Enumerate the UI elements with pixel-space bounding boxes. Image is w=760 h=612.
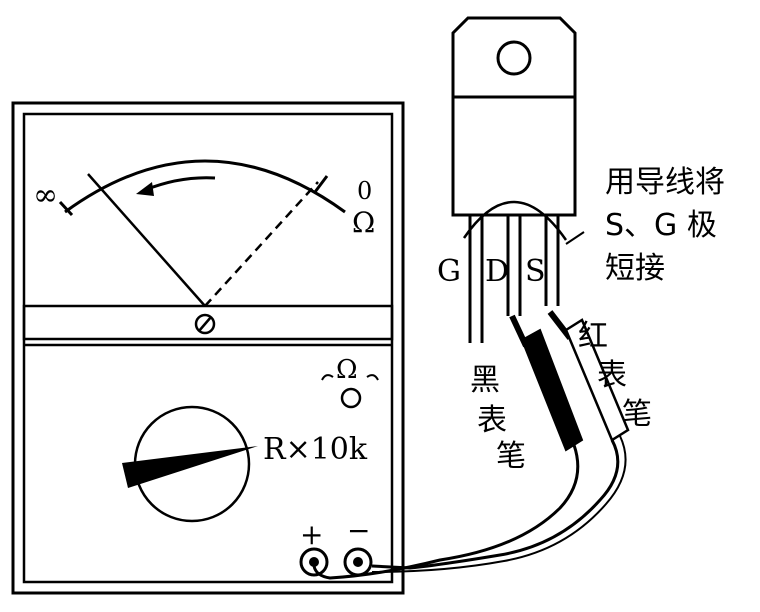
red-probe-label-2: 表 [597, 358, 627, 393]
needle-motion-arrow [136, 176, 216, 196]
pin-g-label: G [437, 254, 461, 289]
pin-d-label: D [485, 254, 509, 289]
meter-inner-frame [22, 112, 394, 584]
mosfet-pins [468, 215, 560, 343]
ohm-scale-label: Ω [352, 206, 375, 239]
mosfet [451, 16, 577, 217]
ohm-adjust-knob[interactable]: Ω [321, 355, 379, 409]
black-probe-label-1: 黑 [470, 363, 500, 398]
zero-adjust-band [22, 304, 394, 341]
needle-zero-position [204, 181, 319, 307]
zero-adjust-screw-icon[interactable] [194, 313, 216, 335]
rotate-left-icon [321, 374, 334, 381]
black-probe[interactable] [312, 314, 584, 580]
red-probe-label-1: 红 [578, 319, 608, 354]
plus-jack[interactable] [299, 547, 329, 577]
meter-outer-case [11, 101, 405, 595]
pin-s-label: S [525, 254, 546, 289]
rotate-right-icon [366, 374, 379, 381]
red-probe-label-3: 笔 [622, 397, 652, 432]
note-line-1: 用导线将 [605, 165, 725, 200]
red-probe[interactable] [371, 310, 630, 573]
scale-left-tick [58, 200, 74, 217]
ohm-mode-label: Ω [336, 355, 358, 385]
zero-label: 0 [357, 177, 372, 205]
scale-right-tick [313, 175, 329, 193]
black-probe-label-2: 表 [477, 403, 507, 438]
needle-deflected [87, 173, 206, 307]
black-probe-label-3: 笔 [496, 439, 526, 474]
plus-label: + [300, 518, 323, 551]
multimeter [11, 101, 405, 595]
short-wire [462, 200, 568, 241]
range-label: R×10k [263, 432, 368, 467]
minus-label: − [347, 514, 370, 547]
note-line-2: S、G 极 [605, 208, 717, 243]
note-leader-line [565, 231, 585, 245]
minus-jack[interactable] [343, 547, 373, 577]
note-line-3: 短接 [605, 251, 665, 286]
ohm-scale [58, 159, 346, 217]
range-pointer [122, 446, 258, 488]
range-selector-dial[interactable] [122, 405, 258, 523]
mosfet-mount-hole [496, 40, 532, 76]
mosfet-body [451, 95, 577, 217]
scale-arc [64, 159, 346, 214]
infinity-label: ∞ [33, 178, 58, 213]
